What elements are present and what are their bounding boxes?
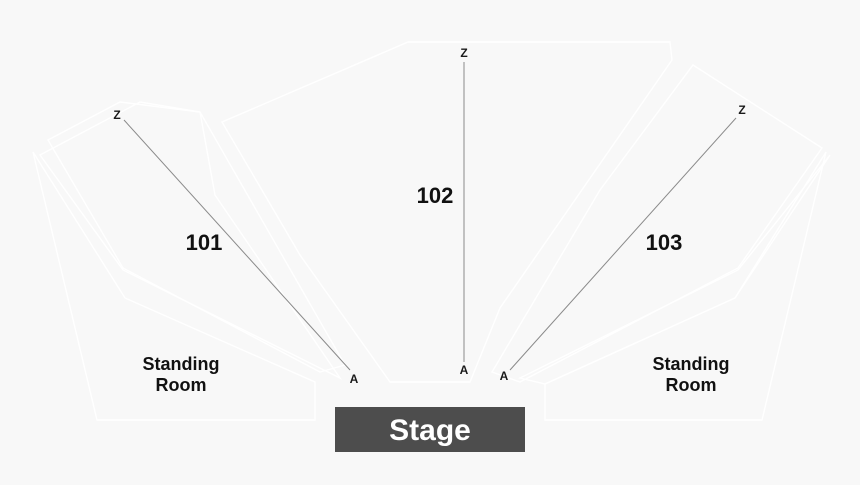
standing-room-left-label-line2: Room (156, 375, 207, 395)
standing-room-left-label-line1: Standing (143, 354, 220, 374)
standing-room-right-area[interactable] (544, 151, 827, 421)
standing-room-left-area[interactable] (32, 151, 316, 421)
standing-room-right-label-line2: Room (666, 375, 717, 395)
standing-room-right-label-line1: Standing (653, 354, 730, 374)
section-101-outer-area[interactable] (38, 101, 343, 380)
section-103-back-row-label: Z (738, 103, 745, 117)
section-101-front-row-label: A (350, 372, 359, 386)
section-101-row-line (123, 119, 351, 371)
stage (335, 407, 525, 452)
section-102-back-row-label: Z (460, 46, 467, 60)
section-102-front-row-label: A (460, 363, 469, 377)
section-102-label[interactable]: 102 (417, 183, 454, 208)
section-101-back-row-label: Z (113, 108, 120, 122)
stage-label: Stage (389, 414, 471, 447)
section-103-outer-area[interactable] (517, 154, 831, 385)
section-101-label[interactable]: 101 (186, 230, 223, 255)
section-103-label[interactable]: 103 (646, 230, 683, 255)
section-103-front-row-label: A (500, 369, 509, 383)
section-103-area[interactable] (490, 64, 823, 383)
section-102-area[interactable] (220, 41, 673, 383)
section-103-row-line (509, 117, 737, 371)
